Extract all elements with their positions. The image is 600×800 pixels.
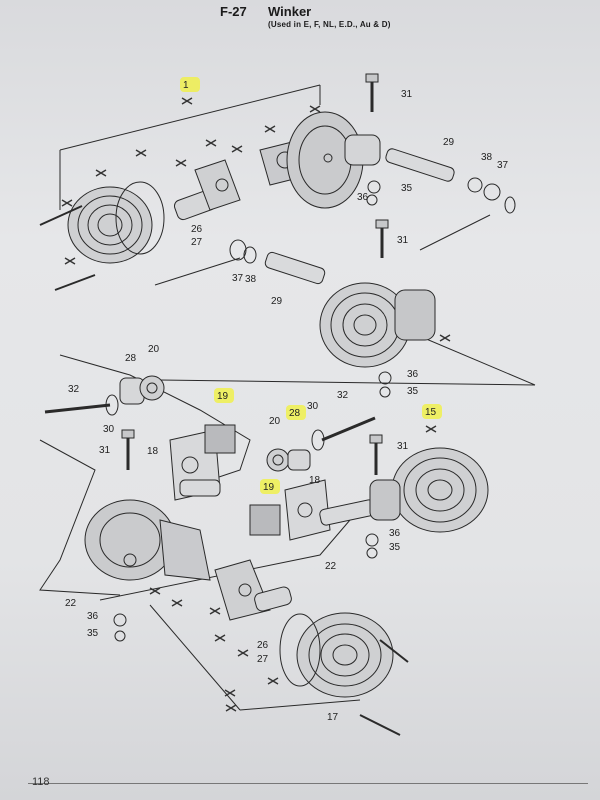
highlight-mark [260,479,280,494]
part-callout-22: 22 [65,598,77,609]
page-subtitle: (Used in E, F, NL, E.D., Au & D) [268,20,391,29]
part-callout-37: 37 [232,273,244,284]
page-number: 118 [32,776,50,788]
part-callout-31: 31 [397,441,409,452]
part-callout-15: 15 [425,407,437,418]
leader-line-top [59,84,321,151]
part-callout-19: 19 [217,391,229,402]
part-callout-32: 32 [68,384,80,395]
highlight-mark [180,77,200,92]
part-callout-22: 22 [325,561,337,572]
highlight-mark [422,404,442,419]
part-callout-36: 36 [407,369,419,380]
highlight-mark [214,388,234,403]
page-title: Winker [268,4,312,19]
part-callout-30: 30 [307,401,319,412]
part-callout-36: 36 [357,192,369,203]
part-callout-1: 1 [183,80,189,91]
lamp-housing-upper [286,111,381,209]
part-callout-31: 31 [99,445,111,456]
mounting-stem-upper [385,148,516,214]
part-callout-20: 20 [148,344,160,355]
part-callout-36: 36 [389,528,401,539]
lamp-lens-upper-left [67,181,165,264]
part-callout-32: 32 [337,390,349,401]
highlight-mark [286,405,306,420]
lamp-lens-lower-right [369,447,489,533]
part-callout-38: 38 [481,152,493,163]
part-callout-29: 29 [443,137,455,148]
part-callout-31: 31 [397,235,409,246]
mounting-bracket-lower-left [169,424,236,501]
part-callout-28: 28 [289,408,301,419]
part-callout-19: 19 [263,482,275,493]
part-callout-27: 27 [191,237,203,248]
part-callout-18: 18 [309,475,321,486]
part-callout-31: 31 [401,89,413,100]
section-code: F-27 [220,4,247,19]
part-callout-26: 26 [191,224,203,235]
part-callout-35: 35 [401,183,413,194]
footer-rule [28,783,588,784]
part-callout-20: 20 [269,416,281,427]
part-callout-38: 38 [245,274,257,285]
wire-harness-upper [59,354,251,481]
lamp-housing-lower-left [84,499,211,581]
part-callout-26: 26 [257,640,269,651]
part-callout-17: 17 [327,712,339,723]
lamp-lens-lower-center [279,612,394,698]
part-callout-28: 28 [125,353,137,364]
part-callout-35: 35 [389,542,401,553]
part-callout-36: 36 [87,611,99,622]
part-callout-35: 35 [87,628,99,639]
crossed-out-marks [61,97,451,712]
part-callout-29: 29 [271,296,283,307]
part-callout-27: 27 [257,654,269,665]
mounting-stem-middle [229,239,326,285]
wire-harness-lower [39,439,121,596]
mounting-bracket-lower-center [249,479,376,541]
part-callout-18: 18 [147,446,159,457]
part-callout-37: 37 [497,160,509,171]
lamp-lens-middle-right [319,282,436,368]
part-callout-30: 30 [103,424,115,435]
part-callout-35: 35 [407,386,419,397]
